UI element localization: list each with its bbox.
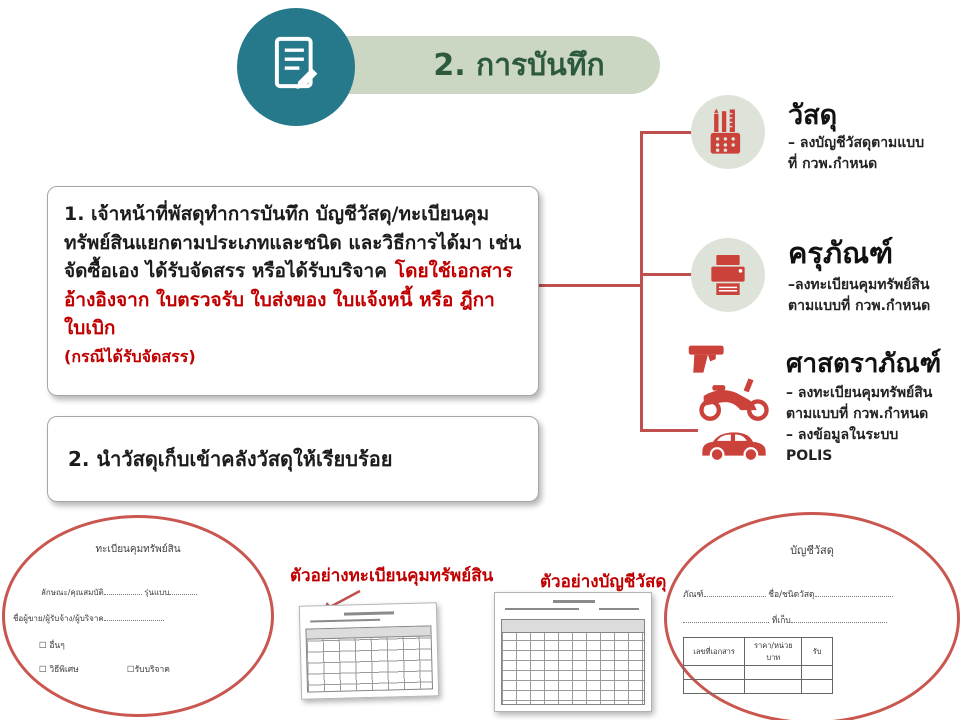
- supplies-ledger-ellipse: บัญชีวัสดุ ภัณฑ์ ชื่อ/ชนิดวัสดุ ที่เก็บ …: [664, 512, 960, 720]
- equipment-heading: ครุภัณฑ์: [788, 236, 894, 270]
- materials-description: – ลงบัญชีวัสดุตามแบบ ที่ กวพ.กำหนด: [788, 133, 924, 175]
- armaments-line-1: – ลงทะเบียนคุมทรัพย์สิน: [786, 385, 933, 401]
- connector-branch-equipment: [640, 273, 695, 276]
- step-1-text-red: โดยใช้เอกสารอ้างอิงจาก ใบตรวจรับ ใบส่งขอ…: [64, 260, 513, 339]
- step-1-box: 1. เจ้าหน้าที่พัสดุทำการบันทึก บัญชีวัสด…: [47, 186, 539, 396]
- col-unit-price: ราคา/หน่วย บาท: [744, 637, 803, 666]
- checkbox-other: ☐ อื่นๆ: [39, 641, 65, 651]
- asset-register-title: ทะเบียนคุมทรัพย์สิน: [95, 544, 181, 555]
- field-item-label: ชื่อ/ชนิดวัสดุ: [768, 590, 815, 600]
- dotted-line: [683, 614, 769, 623]
- connector-box1-to-trunk: [539, 284, 642, 287]
- motorcycle-icon: [699, 378, 769, 421]
- asset-register-row-spec: ลักษณะ/คุณสมบัติ รุ่นแบบ: [41, 586, 198, 599]
- dotted-line: [790, 614, 887, 623]
- table-header-band: [306, 626, 431, 640]
- step-1-text-black: 1. เจ้าหน้าที่พัสดุทำการบันทึก บัญชีวัสด…: [64, 203, 522, 282]
- register-example-label: ตัวอย่างทะเบียนคุมทรัพย์สิน: [290, 566, 494, 586]
- thumbnail-caption-bar: [343, 611, 395, 616]
- field-vendor-label: ชื่อผู้ขาย/ผู้รับจ้าง/ผู้บริจาค: [13, 614, 104, 623]
- step-1-text: 1. เจ้าหน้าที่พัสดุทำการบันทึก บัญชีวัสด…: [64, 200, 522, 343]
- ledger-mini-table: เลขที่เอกสาร ราคา/หน่วย บาท รับ: [682, 637, 833, 694]
- thumbnail-caption-bar: [505, 608, 579, 610]
- ledger-example-thumbnail: [494, 592, 652, 712]
- ledger-row-location: ที่เก็บ: [683, 613, 887, 627]
- thumbnail-caption-bar: [310, 618, 381, 623]
- register-example-thumbnail: [298, 602, 440, 700]
- col-received: รับ: [801, 637, 833, 666]
- field-spec-label: ลักษณะ/คุณสมบัติ: [41, 588, 104, 597]
- field-location-label: ที่เก็บ: [771, 616, 791, 626]
- field-model-label: รุ่นแบบ: [144, 588, 170, 597]
- pistol-icon: [688, 345, 724, 373]
- step-2-text: 2. นำวัสดุเก็บเข้าคลังวัสดุให้เรียบร้อย: [68, 447, 393, 471]
- ledger-thumbnail-table: [501, 619, 645, 705]
- armaments-heading: ศาสตราภัณฑ์: [786, 349, 942, 379]
- printer-icon: [711, 255, 745, 295]
- connector-branch-materials: [640, 131, 695, 134]
- page-title: 2. การบันทึก: [433, 47, 605, 83]
- armaments-line-3: – ลงข้อมูลในระบบ: [786, 427, 899, 443]
- connector-branch-armaments: [640, 429, 698, 432]
- materials-line-1: – ลงบัญชีวัสดุตามแบบ: [788, 135, 925, 151]
- step-2-box: 2. นำวัสดุเก็บเข้าคลังวัสดุให้เรียบร้อย: [47, 416, 539, 502]
- table-header-row: เลขที่เอกสาร ราคา/หน่วย บาท รับ: [682, 637, 833, 666]
- table-row: [682, 665, 833, 680]
- asset-register-row-vendor: ชื่อผู้ขาย/ผู้รับจ้าง/ผู้บริจาค: [13, 612, 164, 625]
- armaments-icon-cluster: [682, 338, 784, 470]
- thumbnail-caption-bar: [553, 600, 595, 603]
- document-pencil-icon: [274, 36, 318, 89]
- thumbnail-caption-bar: [599, 608, 639, 610]
- armaments-description: – ลงทะเบียนคุมทรัพย์สิน ตามแบบที่ กวพ.กำ…: [786, 383, 932, 467]
- connector-trunk: [640, 131, 643, 432]
- materials-icon-circle: [691, 95, 765, 169]
- step-1-note: (กรณีได้รับจัดสรร): [64, 346, 196, 366]
- ledger-row-item: ภัณฑ์ ชื่อ/ชนิดวัสดุ: [683, 587, 893, 601]
- field-fragment-label: ภัณฑ์: [683, 590, 704, 600]
- materials-heading: วัสดุ: [788, 100, 838, 131]
- armaments-line-2: ตามแบบที่ กวพ.กำหนด: [786, 406, 929, 422]
- equipment-line-2: ตามแบบที่ กวพ.กำหนด: [788, 298, 931, 314]
- register-thumbnail-table: [305, 625, 434, 693]
- car-icon: [702, 432, 766, 462]
- checkbox-donated: ☐รับบริจาค: [127, 665, 170, 675]
- pencil-cup-icon: [710, 108, 741, 154]
- dotted-line: [103, 586, 142, 595]
- armaments-line-4: POLIS: [786, 448, 833, 464]
- asset-register-ellipse: ทะเบียนคุมทรัพย์สิน ลักษณะ/คุณสมบัติ รุ่…: [2, 515, 274, 717]
- equipment-description: –ลงทะเบียนคุมทรัพย์สิน ตามแบบที่ กวพ.กำห…: [788, 275, 930, 317]
- dotted-line: [103, 612, 164, 621]
- dotted-line: [814, 588, 893, 597]
- title-circle: [237, 8, 355, 126]
- materials-line-2: ที่ กวพ.กำหนด: [788, 156, 878, 172]
- table-row: [682, 679, 833, 694]
- supplies-ledger-title: บัญชีวัสดุ: [790, 544, 834, 557]
- ledger-example-label: ตัวอย่างบัญชีวัสดุ: [540, 572, 667, 592]
- checkbox-special: ☐ วิธีพิเศษ: [39, 665, 79, 675]
- dotted-line: [169, 586, 198, 595]
- equipment-icon-circle: [691, 238, 765, 312]
- dotted-line: [703, 588, 766, 597]
- equipment-line-1: –ลงทะเบียนคุมทรัพย์สิน: [788, 277, 930, 293]
- col-document-number: เลขที่เอกสาร: [682, 637, 746, 666]
- table-header-band: [502, 620, 644, 633]
